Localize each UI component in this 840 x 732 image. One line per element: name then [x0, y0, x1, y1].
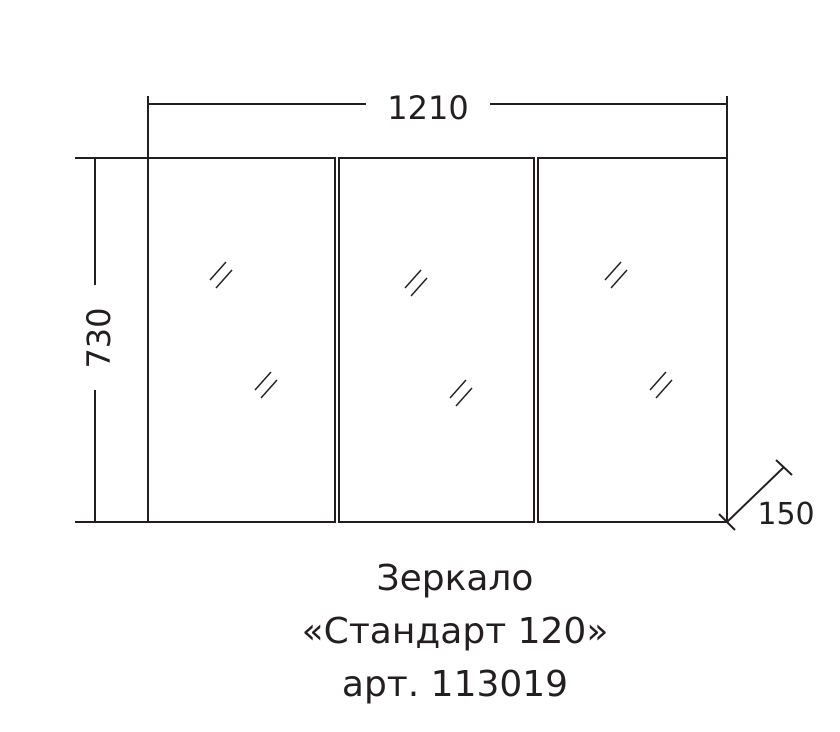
- caption-title: Зеркало: [377, 558, 534, 599]
- caption: Зеркало «Стандарт 120» арт. 113019: [302, 558, 609, 705]
- width-label: 1210: [387, 89, 468, 127]
- panel-center: [338, 157, 535, 523]
- caption-model: «Стандарт 120»: [302, 611, 609, 652]
- depth-label: 150: [757, 497, 814, 532]
- panel-right: [537, 157, 728, 523]
- depth-dimension: 150: [718, 459, 815, 532]
- mirror-panels: [147, 157, 728, 523]
- height-dimension: 730: [75, 157, 148, 523]
- panel-left: [147, 157, 336, 523]
- width-dimension: 1210: [147, 89, 728, 158]
- glass-marks: [209, 261, 673, 407]
- caption-article: арт. 113019: [342, 664, 568, 705]
- height-label: 730: [80, 307, 118, 368]
